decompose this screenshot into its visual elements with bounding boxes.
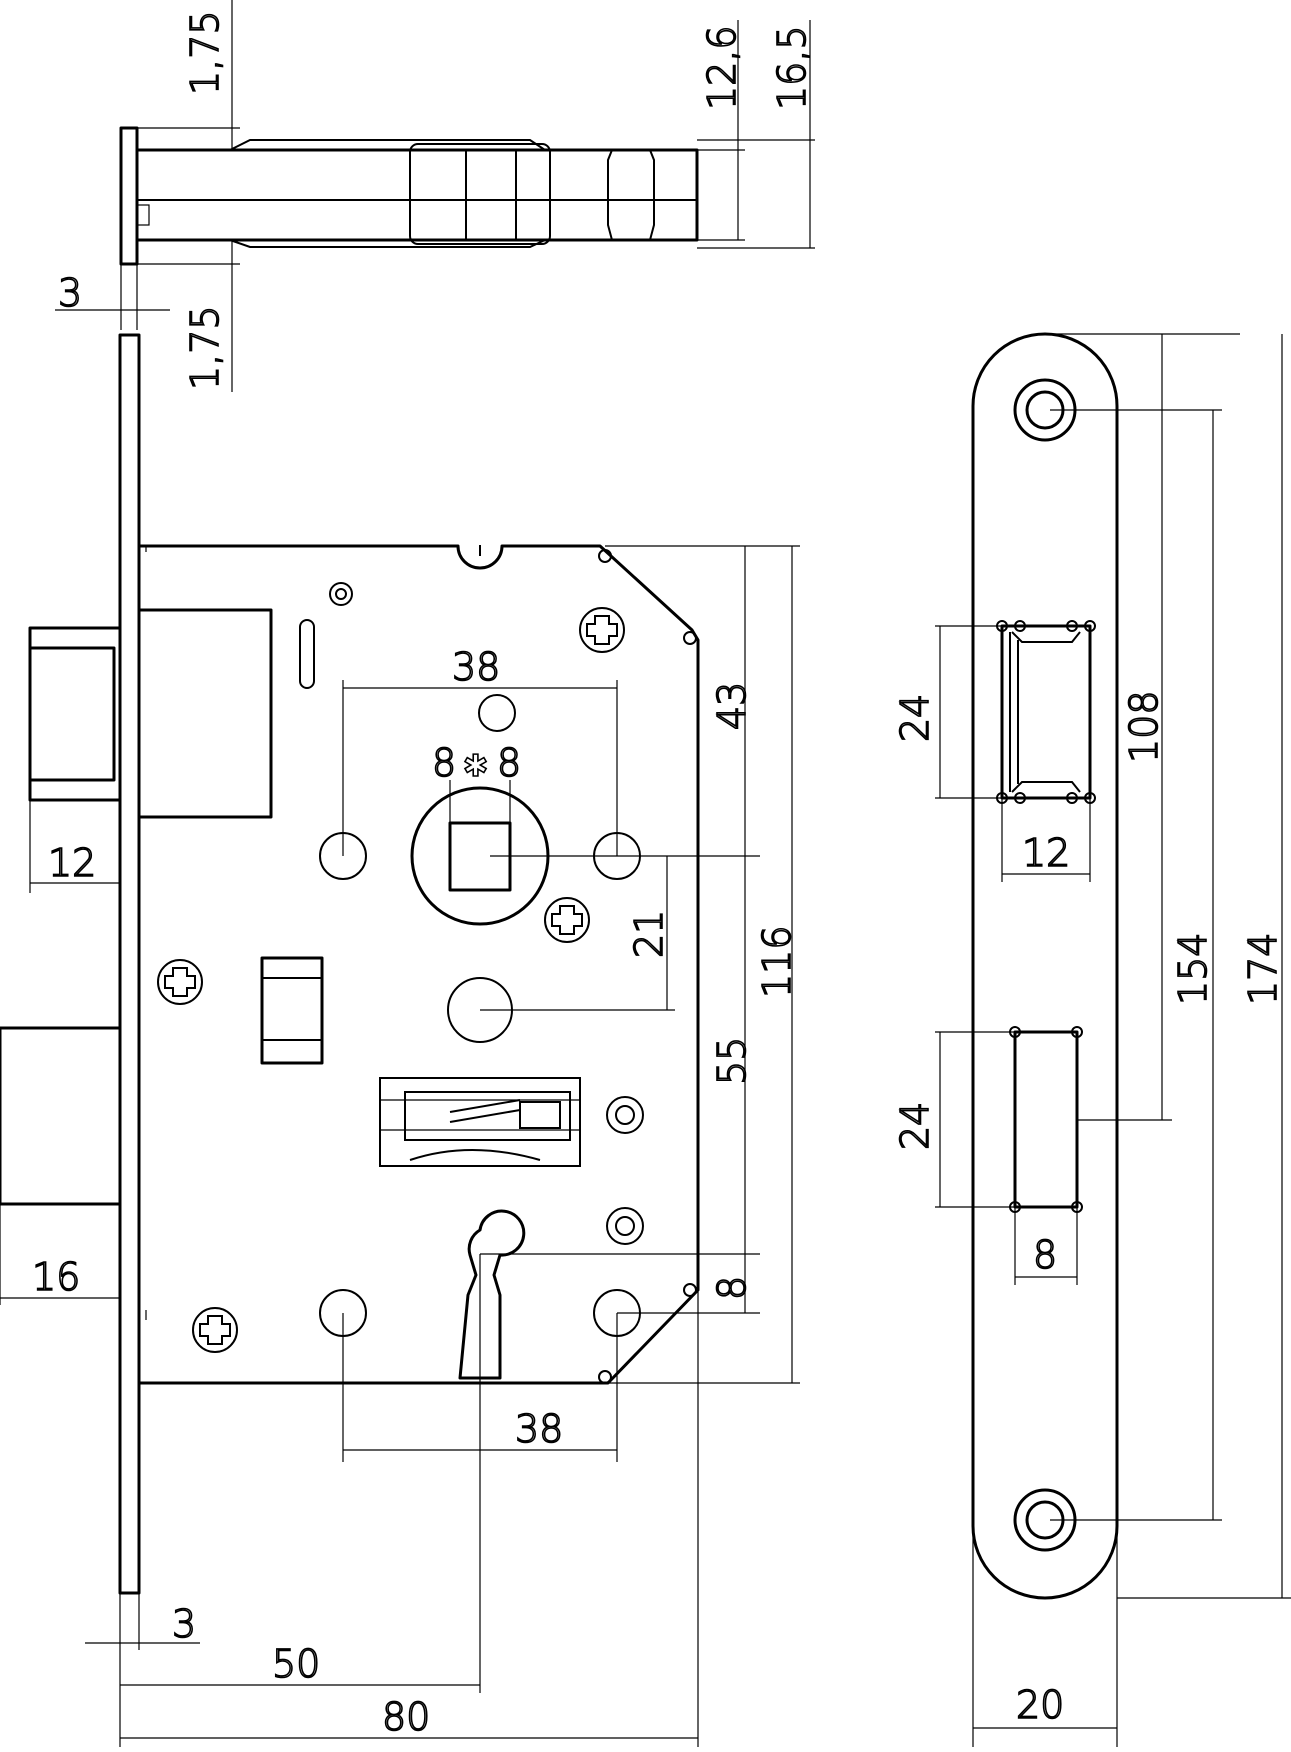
- top-view: 1,75 1,75 3 12,6 16,5: [55, 0, 815, 392]
- dim-case-depth: 80: [382, 1695, 430, 1739]
- bolt-opening: [1009, 1026, 1083, 1213]
- dim-hub-square-symbol: ✱: [463, 749, 488, 784]
- strike-plate-outline: [971, 332, 1119, 1600]
- rivet: [598, 1370, 612, 1384]
- keyhole: [458, 1209, 526, 1380]
- dim-hole-to-hole-latch: 108: [1122, 690, 1166, 763]
- dim-backset: 50: [272, 1642, 320, 1686]
- dead-bolt: [0, 1026, 122, 1206]
- dim-hub-square-right: 8: [497, 741, 521, 785]
- dim-hub-square-left: 8: [432, 741, 456, 785]
- screw-icon: [192, 1307, 238, 1353]
- dim-body-height: 12,6: [700, 25, 744, 110]
- dim-top-offset: 1,75: [183, 10, 227, 95]
- dim-top-to-hub: 43: [710, 682, 754, 730]
- screw-icon: [579, 607, 625, 653]
- bolt-mechanism: [379, 1077, 581, 1167]
- lock-case: [139, 544, 700, 1385]
- rivet: [598, 549, 612, 563]
- pin: [606, 1096, 644, 1134]
- bolt-block: [260, 956, 324, 1065]
- latch-bolt: [28, 626, 122, 802]
- top-view-latch-tab: [136, 204, 150, 226]
- front-faceplate: [118, 333, 141, 1595]
- dim-hub-to-hole: 21: [627, 910, 671, 958]
- top-view-body: [135, 148, 699, 242]
- screw-icon: [157, 959, 203, 1005]
- pin-inner: [615, 1105, 635, 1125]
- pin: [606, 1207, 644, 1245]
- slot: [299, 619, 315, 689]
- front-view: 38 8 ✱ 8 43 21 55 116 8 38: [0, 333, 800, 1747]
- top-view-faceplate: [119, 126, 139, 266]
- dim-hub-spacing-top: 38: [452, 645, 500, 689]
- dim-latch-opening-height: 24: [893, 694, 937, 742]
- dim-bottom-offset: 1,75: [183, 305, 227, 390]
- screw-icon: [544, 897, 590, 943]
- dim-bolt-opening-width: 8: [1033, 1233, 1057, 1277]
- top-view-hub: [465, 149, 517, 241]
- dim-latch-projection: 12: [48, 841, 96, 885]
- dim-key-to-bottom: 8: [710, 1276, 754, 1300]
- dim-hub-to-key: 55: [710, 1037, 754, 1085]
- dim-plate-width: 20: [1016, 1683, 1064, 1727]
- bolt-block-inner: [261, 977, 323, 1041]
- latch-block: [137, 608, 273, 819]
- dim-screw-spacing: 154: [1171, 932, 1215, 1005]
- dim-bolt-projection: 16: [32, 1255, 80, 1299]
- rivet: [683, 631, 697, 645]
- rivet: [683, 1283, 697, 1297]
- small-pin-inner: [335, 588, 347, 600]
- top-view-hub-block: [409, 143, 551, 245]
- dim-case-height: 116: [755, 925, 799, 998]
- dim-front-faceplate-thickness: 3: [172, 1602, 196, 1646]
- dim-bolt-opening-height: 24: [893, 1102, 937, 1150]
- top-view-end-block: [607, 149, 655, 241]
- dim-overall-height: 16,5: [770, 25, 814, 110]
- dim-hole-spacing-bottom: 38: [515, 1407, 563, 1451]
- strike-plate: 24 12 24 8 108 154 174 20: [892, 332, 1291, 1747]
- dim-latch-opening-width: 12: [1022, 831, 1070, 875]
- latch-opening: [996, 620, 1096, 804]
- latch-bolt-inner: [28, 646, 116, 782]
- dim-top-faceplate-thickness: 3: [58, 271, 82, 315]
- hole: [478, 694, 516, 732]
- small-pin: [329, 582, 353, 606]
- dim-plate-length: 174: [1241, 932, 1285, 1005]
- pin-inner: [615, 1216, 635, 1236]
